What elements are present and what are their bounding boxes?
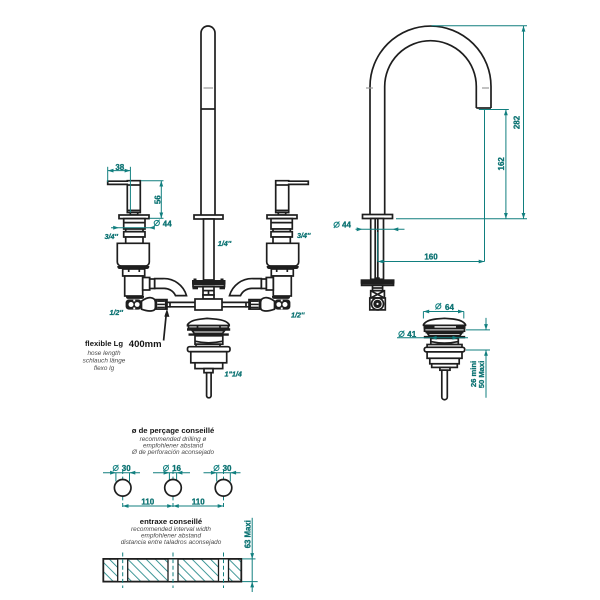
svg-text:flexible Lg: flexible Lg (85, 339, 123, 348)
svg-text:3/4'': 3/4'' (297, 231, 311, 240)
svg-text:160: 160 (424, 253, 438, 262)
svg-text:44: 44 (342, 221, 351, 230)
svg-text:empfohlener abstand: empfohlener abstand (141, 533, 201, 540)
svg-text:400mm: 400mm (129, 339, 162, 350)
svg-text:110: 110 (192, 497, 205, 506)
svg-text:hose length: hose length (87, 350, 120, 357)
svg-text:282: 282 (512, 115, 521, 129)
svg-text:3/4'': 3/4'' (105, 232, 119, 241)
svg-text:schlauch länge: schlauch länge (83, 358, 126, 365)
svg-text:44: 44 (163, 220, 172, 229)
svg-text:1/4'': 1/4'' (218, 239, 232, 248)
svg-text:64: 64 (445, 303, 454, 312)
svg-text:entraxe conseillé: entraxe conseillé (140, 517, 203, 526)
svg-text:162: 162 (497, 157, 506, 171)
svg-text:63 Maxi: 63 Maxi (244, 520, 253, 548)
svg-text:empfohlener abstand: empfohlener abstand (143, 443, 203, 450)
svg-text:distancia entre taladros acons: distancia entre taladros aconsejado (121, 539, 222, 546)
svg-text:1/2'': 1/2'' (291, 311, 305, 320)
svg-text:1"1/4: 1"1/4 (225, 369, 242, 378)
svg-text:50 Maxi: 50 Maxi (477, 361, 486, 388)
svg-text:30: 30 (122, 464, 131, 473)
svg-text:56: 56 (154, 195, 163, 204)
svg-text:30: 30 (223, 464, 232, 473)
svg-text:ø de perçage conseillé: ø de perçage conseillé (132, 426, 215, 435)
svg-text:recommended drilling ø: recommended drilling ø (140, 436, 207, 443)
svg-text:1/2'': 1/2'' (110, 308, 124, 317)
svg-text:26 mini: 26 mini (469, 361, 478, 387)
svg-text:16: 16 (172, 464, 181, 473)
svg-text:flexo lg: flexo lg (94, 365, 115, 372)
svg-text:Ø de perforación aconsejado: Ø de perforación aconsejado (131, 449, 215, 456)
svg-text:38: 38 (115, 163, 124, 172)
svg-text:41: 41 (407, 330, 416, 339)
svg-text:recommended interval width: recommended interval width (131, 526, 211, 533)
svg-text:110: 110 (141, 497, 154, 506)
